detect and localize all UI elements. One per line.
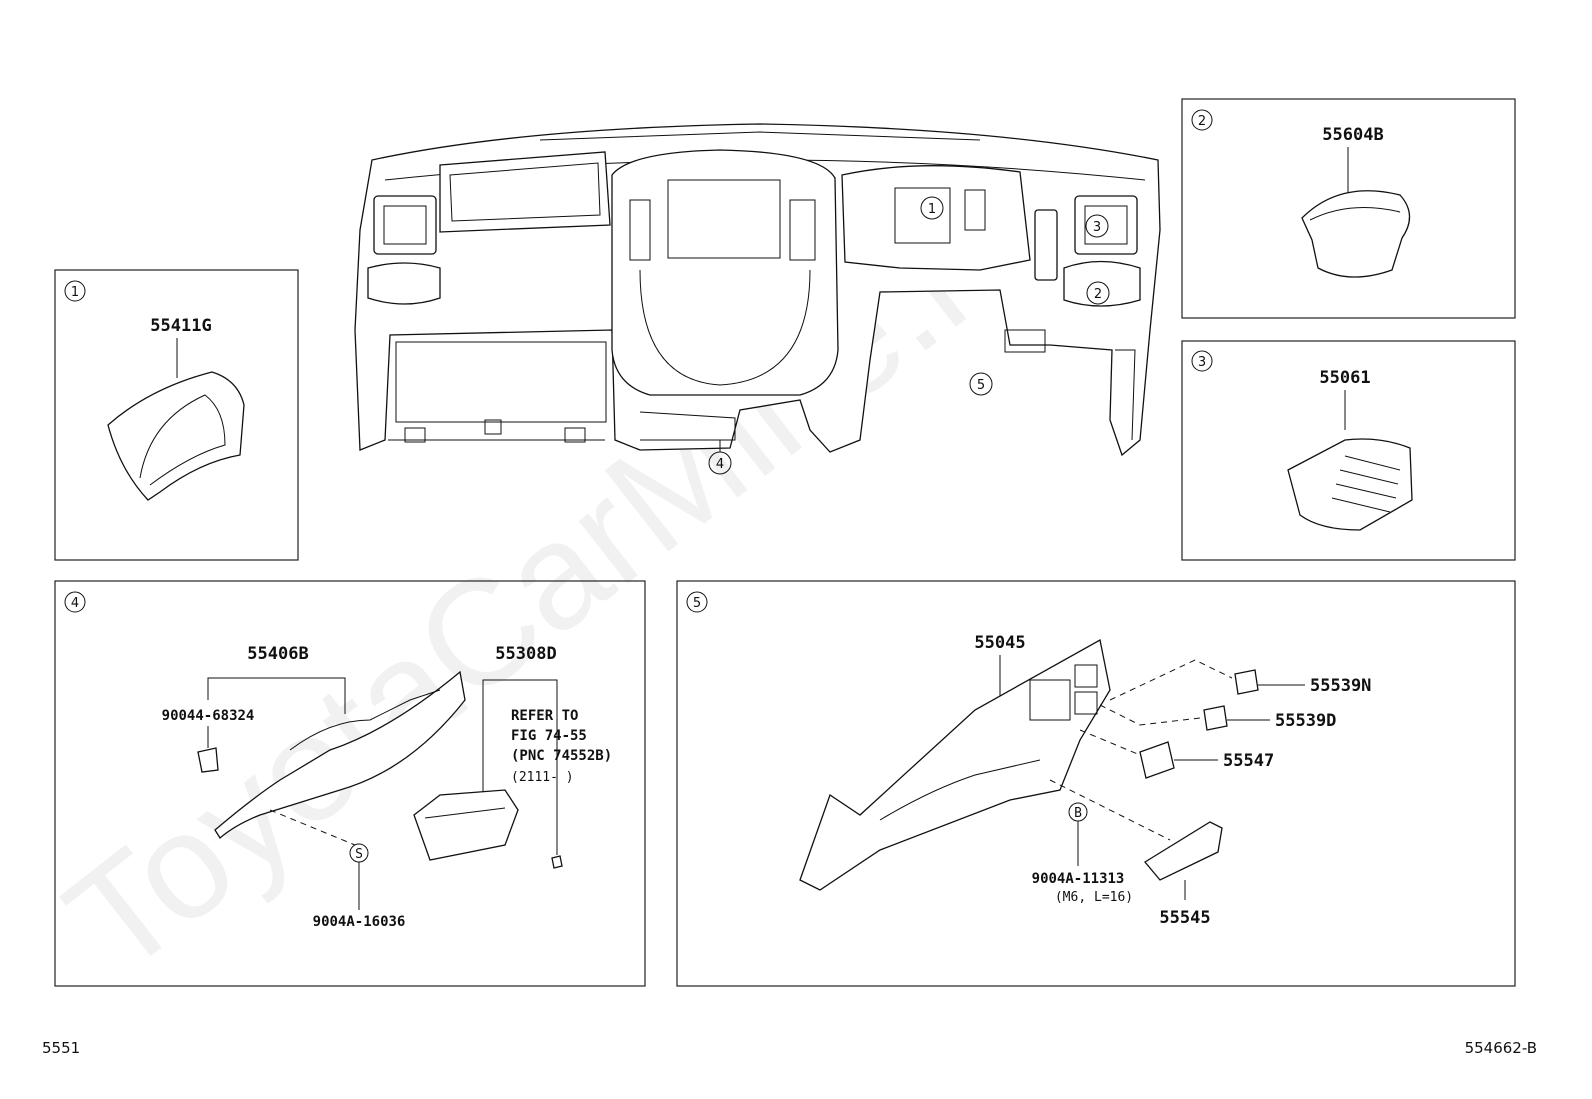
part-55411G: 55411G — [150, 316, 211, 336]
bolt-mark-b: B — [1074, 806, 1082, 821]
main-callout-1: 1 — [920, 196, 944, 220]
main-callout-3: 3 — [1085, 214, 1109, 238]
svg-text:4: 4 — [716, 457, 724, 472]
panel-4-number: 4 — [71, 596, 79, 611]
refer-line-1: REFER TO — [511, 708, 578, 724]
panel-2-number: 2 — [1198, 114, 1206, 129]
refer-line-3: (PNC 74552B) — [511, 748, 612, 764]
instrument-panel-assembly — [354, 123, 1161, 457]
part-55604B: 55604B — [1322, 125, 1383, 145]
svg-text:1: 1 — [928, 202, 936, 217]
refer-line-4: (2111- ) — [511, 770, 574, 785]
refer-line-2: FIG 74-55 — [511, 728, 587, 744]
panel-3: 3 55061 — [1181, 340, 1516, 561]
panel-4: 4 55406B 90044-68324 S 9004A-16036 55308… — [54, 580, 646, 987]
main-callout-5: 5 — [969, 372, 993, 396]
part-9004A-11313: 9004A-11313 — [1032, 871, 1125, 887]
part-55539D: 55539D — [1275, 711, 1336, 731]
screw-mark-s: S — [355, 847, 363, 862]
part-55539N: 55539N — [1310, 676, 1371, 696]
part-55406B: 55406B — [247, 644, 308, 664]
panel-1-number: 1 — [71, 285, 79, 300]
main-callout-4: 4 — [708, 440, 732, 475]
panel-2: 2 55604B — [1181, 98, 1516, 319]
panel-5: 5 55045 55539N 55539D 55547 55545 B 9004… — [676, 580, 1516, 987]
bolt-spec: (M6, L=16) — [1055, 890, 1133, 905]
part-55045: 55045 — [974, 633, 1025, 653]
panel-3-number: 3 — [1198, 355, 1206, 370]
part-55308D: 55308D — [495, 644, 556, 664]
part-55547: 55547 — [1223, 751, 1274, 771]
svg-text:5: 5 — [977, 378, 985, 393]
panel-5-number: 5 — [693, 596, 701, 611]
panel-1: 1 55411G — [54, 269, 299, 561]
main-callout-2: 2 — [1086, 281, 1110, 305]
svg-text:3: 3 — [1093, 220, 1101, 235]
part-9004A-16036: 9004A-16036 — [313, 914, 406, 930]
part-55061: 55061 — [1319, 368, 1370, 388]
footer-right-code: 554662-B — [1465, 1039, 1537, 1057]
svg-text:2: 2 — [1094, 287, 1102, 302]
footer-left-code: 5551 — [42, 1039, 80, 1057]
part-55545: 55545 — [1159, 908, 1210, 928]
part-90044-68324: 90044-68324 — [162, 708, 255, 724]
